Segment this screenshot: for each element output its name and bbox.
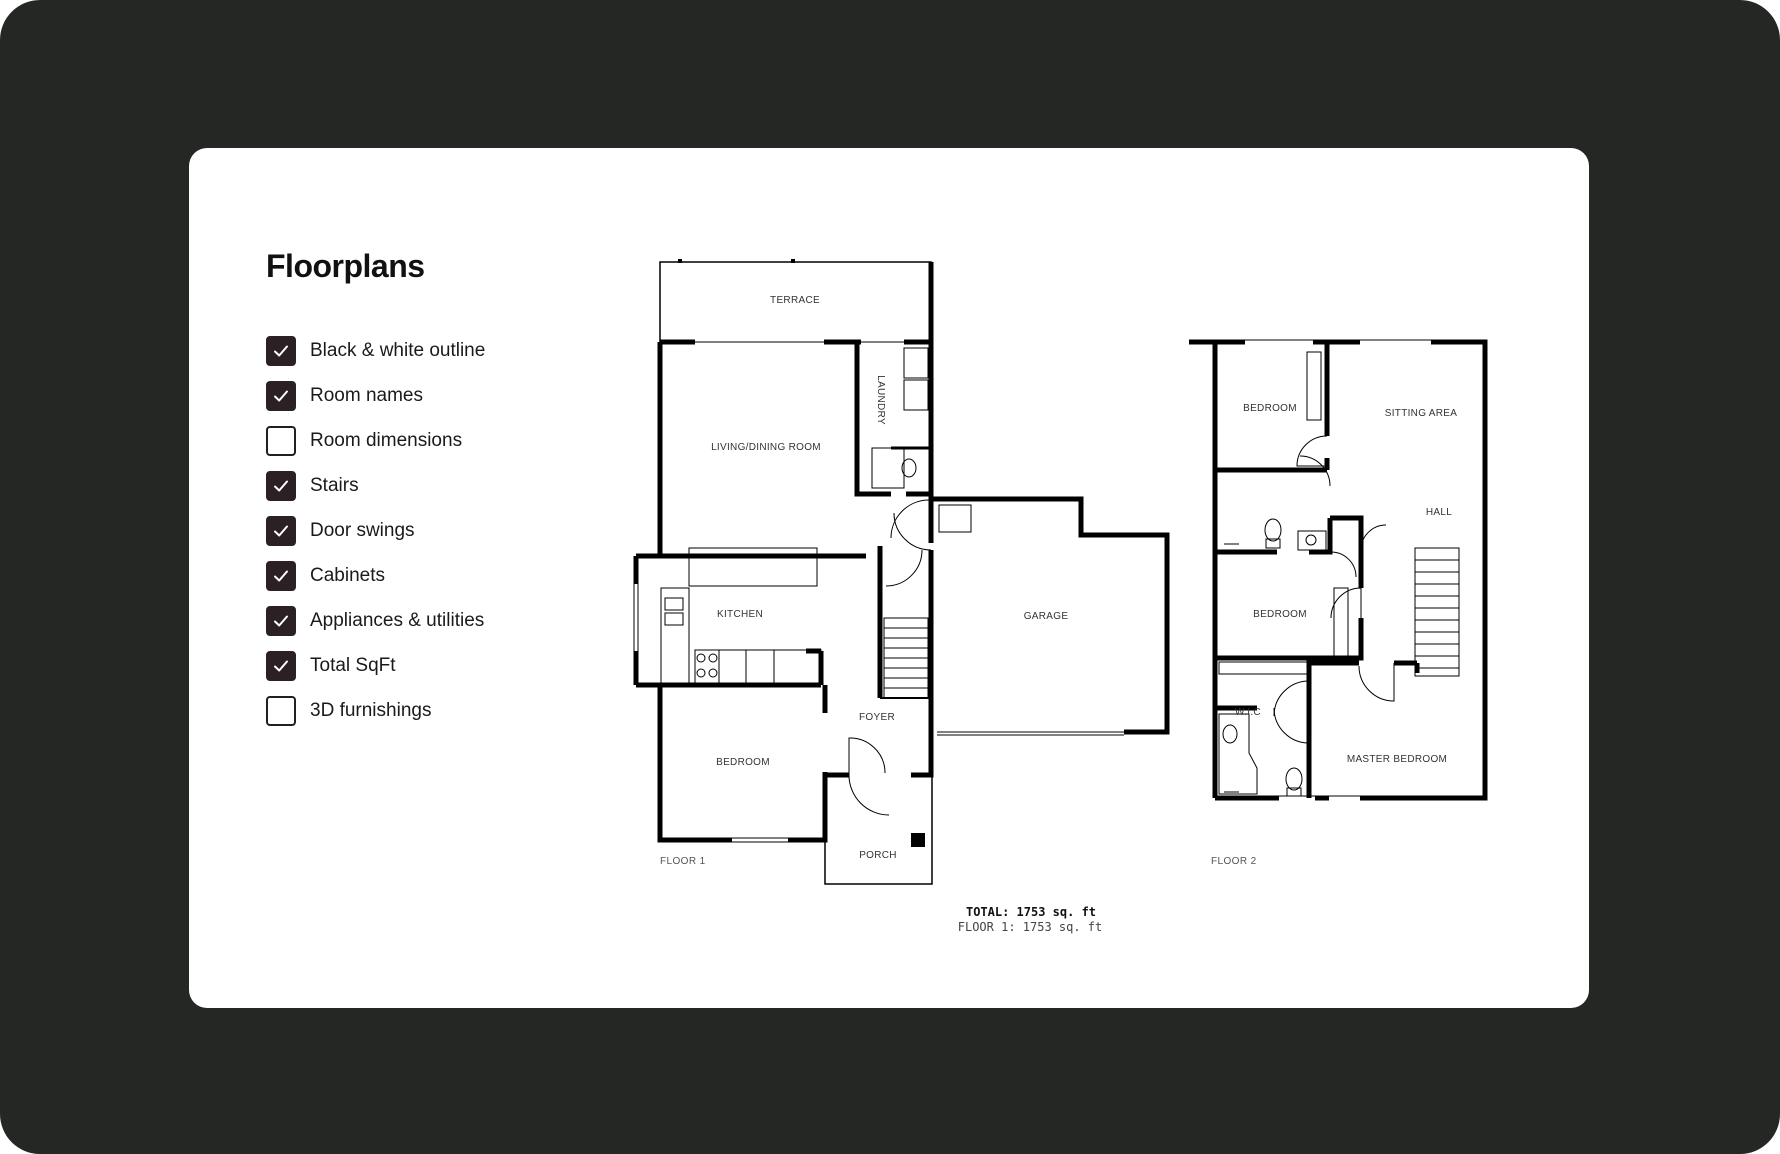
option-stairs[interactable]: Stairs xyxy=(266,463,566,508)
check-icon xyxy=(274,570,288,581)
checkbox-checked[interactable] xyxy=(266,380,296,411)
room-label-kitchen: KITCHEN xyxy=(717,609,763,620)
option-appliances[interactable]: Appliances & utilities xyxy=(266,598,566,643)
option-3d-furnishings[interactable]: 3D furnishings xyxy=(266,688,566,733)
floor-1-sqft: FLOOR 1: 1753 sq. ft xyxy=(958,920,1103,934)
floorplan-card: Floorplans Black & white outline Room na… xyxy=(189,148,1589,1008)
check-icon xyxy=(274,345,288,356)
option-label: Black & white outline xyxy=(310,339,486,361)
sqft-summary: TOTAL: 1753 sq. ft FLOOR 1: 1753 sq. ft xyxy=(958,905,1103,934)
room-label-bedroom-top: BEDROOM xyxy=(1243,403,1297,414)
room-label-bedroom-mid: BEDROOM xyxy=(1253,609,1307,620)
option-total-sqft[interactable]: Total SqFt xyxy=(266,643,566,688)
room-label-porch: PORCH xyxy=(859,850,897,861)
option-label: 3D furnishings xyxy=(310,699,432,721)
options-list: Black & white outline Room names Room di… xyxy=(266,328,566,733)
option-label: Appliances & utilities xyxy=(310,609,485,631)
checkbox-unchecked[interactable] xyxy=(266,425,296,456)
total-sqft: TOTAL: 1753 sq. ft xyxy=(966,905,1096,919)
check-icon xyxy=(274,480,288,491)
checkbox-checked[interactable] xyxy=(266,470,296,501)
room-label-bedroom: BEDROOM xyxy=(716,757,770,768)
option-label: Cabinets xyxy=(310,564,385,586)
check-icon xyxy=(274,525,288,536)
checkbox-checked[interactable] xyxy=(266,650,296,681)
option-cabinets[interactable]: Cabinets xyxy=(266,553,566,598)
room-label-laundry: LAUNDRY xyxy=(875,375,886,425)
floor-2-label: FLOOR 2 xyxy=(1211,856,1257,867)
floor-2-plan xyxy=(1189,339,1488,801)
check-icon xyxy=(274,390,288,401)
option-room-dimensions[interactable]: Room dimensions xyxy=(266,418,566,463)
option-label: Room names xyxy=(310,384,423,406)
option-label: Total SqFt xyxy=(310,654,396,676)
checkbox-checked[interactable] xyxy=(266,605,296,636)
floorplan-drawing: TERRACE LAUNDRY LIVING/DINING ROOM KITCH… xyxy=(633,259,1488,934)
option-label: Room dimensions xyxy=(310,429,463,451)
room-label-master: MASTER BEDROOM xyxy=(1347,754,1447,765)
room-label-living: LIVING/DINING ROOM xyxy=(711,442,821,453)
checkbox-checked[interactable] xyxy=(266,560,296,591)
room-label-foyer: FOYER xyxy=(859,712,895,723)
page-title: Floorplans xyxy=(266,248,425,284)
floor-1-labels: TERRACE LAUNDRY LIVING/DINING ROOM KITCH… xyxy=(660,295,1068,867)
option-label: Door swings xyxy=(310,519,415,541)
checkbox-unchecked[interactable] xyxy=(266,695,296,726)
room-label-sitting: SITTING AREA xyxy=(1385,408,1458,419)
checkbox-checked[interactable] xyxy=(266,335,296,366)
room-label-wic: W.I.C xyxy=(1235,707,1261,718)
check-icon xyxy=(274,660,288,671)
checkbox-checked[interactable] xyxy=(266,515,296,546)
floor-2-labels: BEDROOM SITTING AREA HALL BEDROOM W.I.C … xyxy=(1211,403,1457,867)
floor-1-plan xyxy=(633,259,1170,885)
room-label-garage: GARAGE xyxy=(1024,611,1069,622)
room-label-hall: HALL xyxy=(1426,507,1452,518)
room-label-terrace: TERRACE xyxy=(770,295,820,306)
option-bw-outline[interactable]: Black & white outline xyxy=(266,328,566,373)
floor-1-label: FLOOR 1 xyxy=(660,856,706,867)
option-room-names[interactable]: Room names xyxy=(266,373,566,418)
option-door-swings[interactable]: Door swings xyxy=(266,508,566,553)
check-icon xyxy=(274,615,288,626)
option-label: Stairs xyxy=(310,474,359,496)
